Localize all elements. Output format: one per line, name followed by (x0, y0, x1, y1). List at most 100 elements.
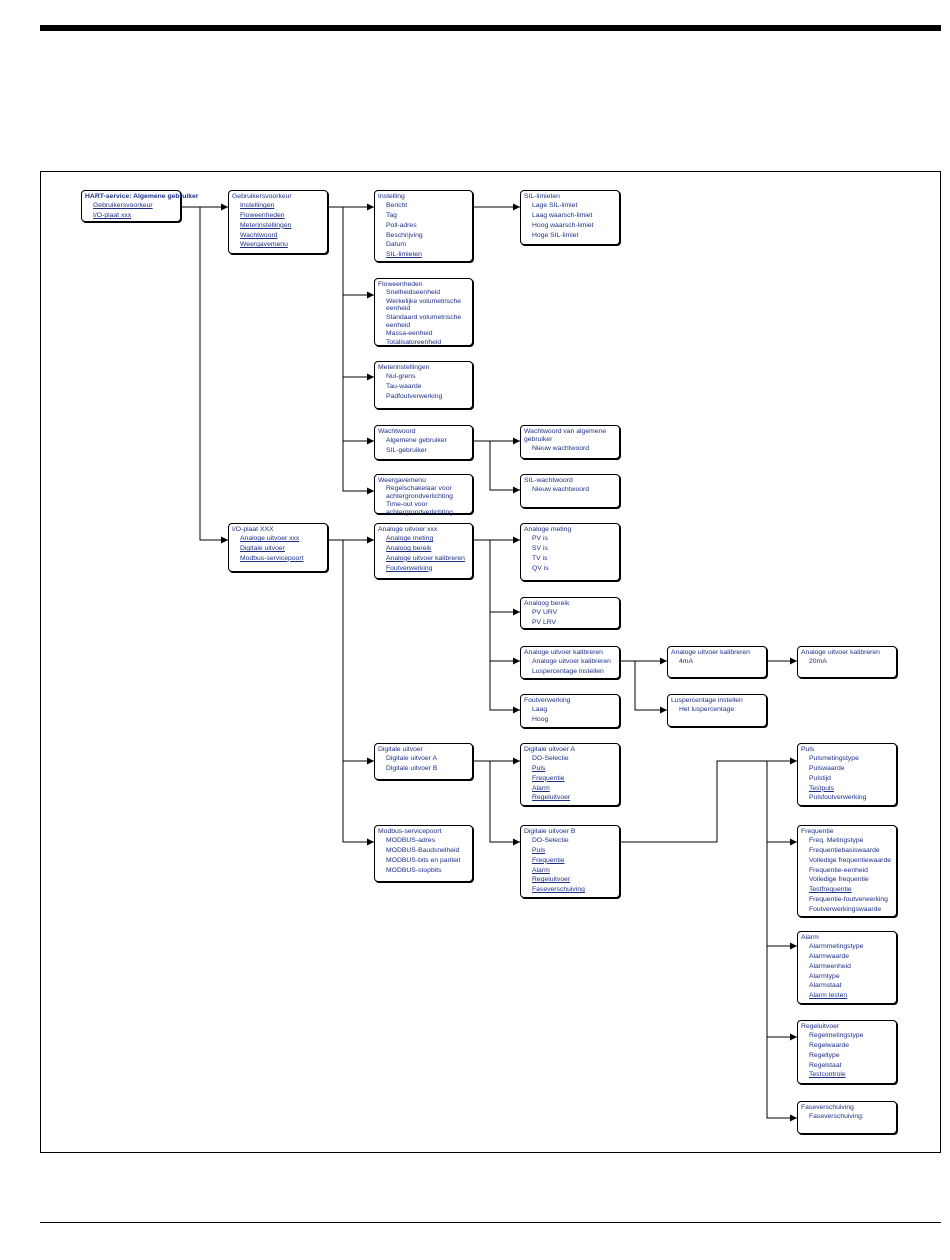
menu-item[interactable]: Beschrijving (386, 231, 423, 239)
box-meterinstellingen[interactable]: Meterinstellingen Nul-grens Tau-waarde P… (374, 361, 473, 409)
menu-link[interactable]: Wachtwoord (240, 231, 278, 239)
box-modbus-servicepoort[interactable]: Modbus-servicepoort MODBUS-adres MODBUS-… (374, 825, 473, 882)
menu-item[interactable]: Laag (532, 706, 548, 714)
box-faseverschuiving[interactable]: Faseverschuiving Faseverschuiving: (797, 1101, 897, 1134)
menu-link[interactable]: I/O-plaat xxx (93, 212, 132, 219)
menu-link[interactable]: Alarm (532, 784, 550, 792)
menu-item[interactable]: Nul-grens (386, 373, 416, 381)
menu-item[interactable]: Freq. Metingstype (809, 837, 864, 845)
menu-item[interactable]: TV is (532, 554, 548, 562)
menu-item[interactable]: Analoge uitvoer kalibreren (532, 658, 611, 666)
menu-item[interactable]: 4mA (679, 658, 693, 666)
menu-item[interactable]: Algemene gebruiker (386, 437, 447, 445)
menu-link[interactable]: Instellingen (240, 202, 275, 210)
menu-item[interactable]: Frequentie-foutverwerking (809, 895, 888, 903)
box-analoog-bereik[interactable]: Analoog bereik PV URV PV LRV (520, 597, 620, 629)
menu-item[interactable]: Alarmmetingstype (809, 943, 864, 951)
box-wachtwoord-algemeen[interactable]: Wachtwoord van algemene gebruiker Nieuw … (520, 425, 620, 459)
menu-item[interactable]: SIL-gebruiker (386, 447, 427, 454)
menu-item[interactable]: Alarmeenheid (809, 962, 851, 970)
menu-item[interactable]: Hoog (532, 716, 549, 723)
box-kalibreren-20ma[interactable]: Analoge uitvoer kalibreren 20mA (797, 646, 897, 678)
box-luspercentage-instellen[interactable]: Luspercentage instellen Het luspercentag… (667, 694, 767, 727)
menu-item[interactable]: Tag (386, 212, 397, 219)
menu-item[interactable]: Pulstijd (809, 774, 831, 782)
menu-link[interactable]: Analoog bereik (386, 545, 432, 552)
menu-item[interactable]: PV LRV (532, 619, 557, 626)
menu-item[interactable]: Bericht (386, 202, 408, 210)
menu-item[interactable]: Alarmwaarde (809, 953, 850, 960)
menu-item[interactable]: Alarmstaat (809, 982, 842, 990)
box-puls[interactable]: Puls Pulsmetingstype Pulswaarde Pulstijd… (797, 743, 897, 806)
menu-link[interactable]: Meterinstellingen (240, 221, 292, 229)
menu-item[interactable]: Regeltype (809, 1051, 840, 1059)
menu-item[interactable]: Hoge SIL-limiet (532, 231, 579, 239)
menu-item[interactable]: Regelwaarde (809, 1042, 850, 1049)
menu-link[interactable]: Foutverwerking (386, 564, 433, 572)
menu-item[interactable]: Massa-eenheid (386, 330, 433, 338)
menu-item[interactable]: Time-out voor achtergrondverlichting (386, 501, 453, 516)
menu-link[interactable]: Regeluitvoer (532, 876, 571, 884)
menu-item[interactable]: Werkelijke volumetrische eenheid (386, 297, 462, 313)
box-wachtwoord[interactable]: Wachtwoord Algemene gebruiker SIL-gebrui… (374, 425, 473, 460)
menu-item[interactable]: Pulswaarde (809, 765, 845, 772)
box-io-plaat[interactable]: I/O-plaat XXX Analoge uitvoer xxx Digita… (228, 523, 328, 572)
menu-link[interactable]: Puls (532, 847, 546, 854)
menu-item[interactable]: Volledige frequentie (809, 876, 869, 884)
menu-item[interactable]: Nieuw wachtwoord (532, 486, 590, 494)
menu-item[interactable]: Regelstaat (809, 1061, 842, 1069)
menu-item[interactable]: PV is (532, 535, 548, 543)
menu-item[interactable]: MODBUS-Baudsnelheid (386, 847, 460, 854)
box-kalibreren-4ma[interactable]: Analoge uitvoer kalibreren 4mA (667, 646, 767, 678)
menu-link[interactable]: Testfrequentie (809, 886, 852, 894)
menu-item[interactable]: Padfoutverwerking (386, 392, 443, 400)
box-sil-limieten[interactable]: SIL-limieten Lage SIL-limiet Laag waarsc… (520, 190, 620, 245)
menu-item[interactable]: DO-Selectie (532, 755, 569, 763)
box-floweenheden[interactable]: Floweenheden Snelheidseenheid Werkelijke… (374, 278, 473, 346)
menu-link[interactable]: Puls (532, 765, 546, 772)
menu-link[interactable]: SIL-limieten (386, 251, 422, 259)
menu-item[interactable]: Totalisatoreenheid (386, 338, 442, 346)
box-frequentie[interactable]: Frequentie Freq. Metingstype Frequentieb… (797, 825, 897, 917)
menu-item[interactable]: Laag waarsch-limiet (532, 212, 593, 219)
menu-link[interactable]: Alarm (532, 866, 550, 874)
menu-item[interactable]: SV is (532, 545, 548, 552)
box-instelling[interactable]: Instelling Bericht Tag Poll-adres Beschr… (374, 190, 473, 262)
menu-item[interactable]: Snelheidseenheid (386, 289, 441, 297)
menu-link[interactable]: Digitale uitvoer (240, 545, 285, 552)
menu-item[interactable]: Poll-adres (386, 221, 417, 229)
box-analoge-uitvoer[interactable]: Analoge uitvoer xxx Analoge meting Analo… (374, 523, 473, 579)
box-weergavemenu[interactable]: Weergavemenu Regelschakelaar voor achter… (374, 474, 473, 516)
box-hart-service[interactable]: HART-service: Algemene gebruiker Gebruik… (81, 190, 198, 222)
box-gebruikersvoorkeur[interactable]: Gebruikersvoorkeur Instellingen Floweenh… (228, 190, 328, 254)
menu-item[interactable]: Regelschakelaar voor achtergrondverlicht… (386, 485, 453, 500)
menu-item[interactable]: MODBUS-bits en pariteit (386, 856, 461, 864)
box-regeluitvoer[interactable]: Regeluitvoer Regelmetingstype Regelwaard… (797, 1020, 897, 1084)
menu-link[interactable]: Frequentie (532, 774, 565, 782)
menu-item[interactable]: 20mA (809, 658, 827, 666)
box-analoge-meting[interactable]: Analoge meting PV is SV is TV is QV is (520, 523, 620, 581)
box-digitale-uitvoer[interactable]: Digitale uitvoer Digitale uitvoer A Digi… (374, 743, 473, 780)
menu-item[interactable]: PV URV (532, 609, 558, 617)
menu-item[interactable]: Het luspercentage: (679, 706, 737, 714)
menu-link[interactable]: Analoge meting (386, 535, 434, 543)
menu-link[interactable]: Floweenheden (240, 212, 285, 219)
menu-item[interactable]: Luspercentage instellen (532, 668, 604, 675)
box-sil-wachtwoord[interactable]: SIL-wachtwoord Nieuw wachtwoord (520, 474, 620, 508)
menu-item[interactable]: Faseverschuiving: (809, 1113, 864, 1121)
box-foutverwerking[interactable]: Foutverwerking Laag Hoog (520, 694, 620, 728)
menu-item[interactable]: Regelmetingstype (809, 1032, 864, 1040)
menu-item[interactable]: Volledige frequentiewaarde (809, 856, 892, 864)
menu-item[interactable]: Hoog waarsch-limiet (532, 221, 594, 229)
menu-link[interactable]: Regeluitvoer (532, 794, 571, 802)
menu-item[interactable]: Tau-waarde (386, 383, 422, 390)
menu-link[interactable]: Gebruikersvoorkeur (93, 202, 153, 210)
menu-item[interactable]: Digitale uitvoer A (386, 755, 438, 763)
box-alarm[interactable]: Alarm Alarmmetingstype Alarmwaarde Alarm… (797, 931, 897, 1004)
box-digitale-uitvoer-a[interactable]: Digitale uitvoer A DO-Selectie Puls Freq… (520, 743, 620, 806)
menu-item[interactable]: Pulsfoutverwerking (809, 794, 867, 802)
box-digitale-uitvoer-b[interactable]: Digitale uitvoer B DO-Selectie Puls Freq… (520, 825, 620, 898)
menu-item[interactable]: Pulsmetingstype (809, 755, 859, 763)
menu-link[interactable]: Analoge uitvoer xxx (240, 535, 300, 543)
menu-link[interactable]: Frequentie (532, 856, 565, 864)
